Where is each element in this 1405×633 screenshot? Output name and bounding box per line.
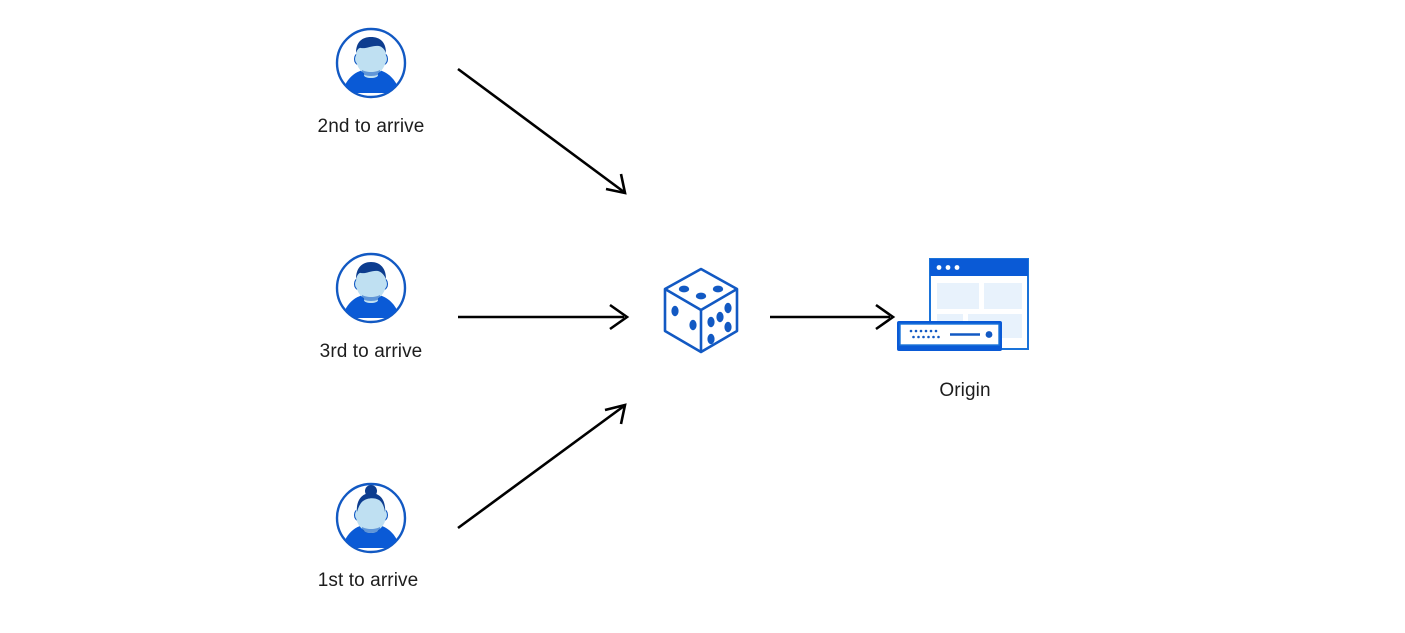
arrow-3rd-to-dice — [458, 303, 630, 331]
user-avatar-icon[interactable] — [333, 25, 409, 101]
arrow-dice-to-origin — [770, 303, 896, 331]
user-avatar-icon[interactable] — [333, 480, 409, 556]
dice-pips-top — [678, 285, 724, 300]
origin-server-icon[interactable] — [890, 255, 1040, 365]
router-device-icon — [897, 321, 1002, 351]
client-label-1st: 1st to arrive — [317, 570, 419, 591]
dice-pips-right — [707, 302, 732, 345]
client-label-2nd: 2nd to arrive — [317, 116, 425, 137]
dice-icon[interactable] — [660, 265, 742, 365]
arrow-1st-to-dice — [457, 403, 627, 530]
client-label-3rd: 3rd to arrive — [319, 341, 423, 362]
arrow-2nd-to-dice — [457, 67, 627, 195]
origin-label: Origin — [939, 380, 991, 401]
dice-pips-left — [671, 305, 697, 331]
user-avatar-icon[interactable] — [333, 250, 409, 326]
